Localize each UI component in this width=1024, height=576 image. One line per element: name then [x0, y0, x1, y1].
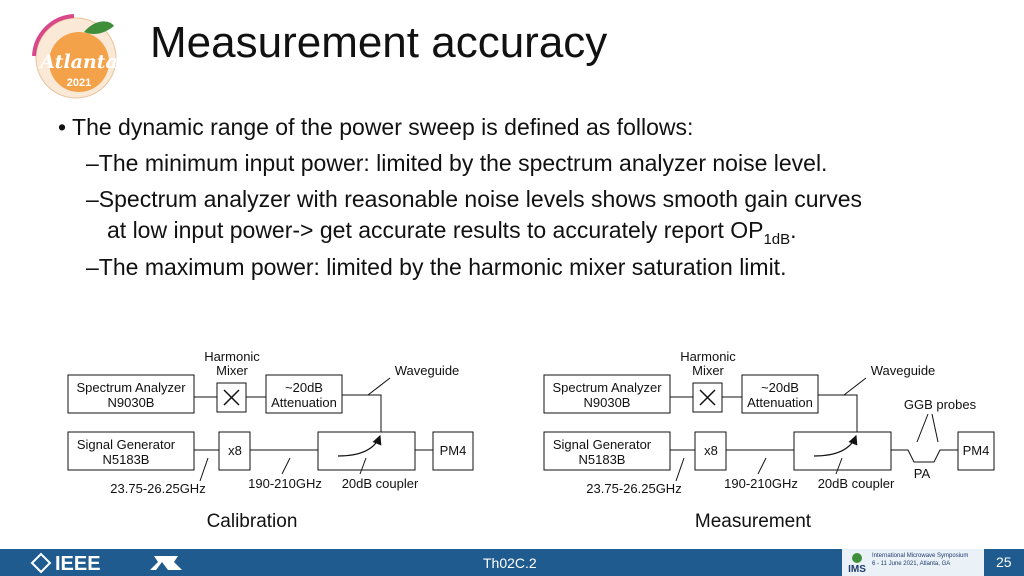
meas-att-label-2: Attenuation — [747, 395, 813, 410]
cal-sa-label-2: N9030B — [108, 395, 155, 410]
cal-att-label-2: Attenuation — [271, 395, 337, 410]
meas-sa-label-2: N9030B — [584, 395, 631, 410]
meas-sg-label-1: Signal Generator — [553, 437, 652, 452]
op-subscript: 1dB — [763, 231, 791, 248]
cal-coupler-label: 20dB coupler — [342, 476, 419, 491]
meas-waveguide-line — [818, 394, 858, 432]
bullet-sub-3-text: The maximum power: limited by the harmon… — [98, 254, 787, 280]
cal-freq-out-pointer — [281, 457, 291, 475]
meas-attenuation-box — [741, 374, 819, 414]
cal-sg-label-2: N5183B — [103, 452, 150, 467]
meas-probes-label: GGB probes — [904, 397, 977, 412]
cal-freq-out-label: 190-210GHz — [248, 476, 322, 491]
bullet-sub-2: –Spectrum analyzer with reasonable noise… — [86, 186, 863, 212]
cal-attenuation-box — [265, 374, 343, 414]
cal-multiplier-box — [218, 431, 251, 471]
cal-sg-label-1: Signal Generator — [77, 437, 176, 452]
measurement-caption: Measurement — [695, 511, 812, 532]
bullet-main: • The dynamic range of the power sweep i… — [58, 114, 694, 140]
bullet-sub-2-cont: at low input power-> get accurate result… — [107, 215, 797, 255]
ieee-logo: IEEE — [30, 552, 182, 574]
cal-freq-in-pointer — [199, 457, 209, 482]
bullet-sub-1: –The minimum input power: limited by the… — [86, 150, 828, 176]
meas-pa-label: PA — [914, 466, 931, 481]
page-title: Measurement accuracy — [150, 18, 608, 67]
cal-mixer-label-1: Harmonic — [204, 349, 260, 364]
meas-freq-out-label: 190-210GHz — [724, 476, 798, 491]
ims-badge: IMS International Microwave Symposium 6 … — [842, 549, 984, 576]
cal-multiplier-label: x8 — [228, 443, 242, 458]
cal-waveguide-pointer — [367, 377, 391, 396]
logo-arc — [32, 14, 75, 57]
cal-freq-in-label: 23.75-26.25GHz — [110, 481, 205, 496]
bullet-sub-2-end: . — [790, 217, 797, 243]
ims-text: International Microwave Symposium 6 - 11… — [872, 552, 968, 568]
meas-pa-trace — [891, 449, 958, 463]
ims-globe-icon — [852, 553, 862, 563]
cal-pm4-box — [432, 431, 474, 471]
ieee-diamond-icon — [30, 552, 52, 574]
meas-mixer-label-1: Harmonic — [680, 349, 736, 364]
cal-spectrum-analyzer-box — [67, 374, 195, 414]
meas-sg-label-2: N5183B — [579, 452, 626, 467]
meas-pm4-box — [957, 431, 995, 471]
logo-year: 2021 — [67, 77, 91, 89]
bullet-sub-2-text: Spectrum analyzer with reasonable noise … — [98, 186, 863, 212]
leaf-icon — [84, 21, 114, 34]
cal-coupler-arrow — [337, 434, 382, 457]
meas-freq-out-pointer — [757, 457, 767, 475]
cal-coupler-pointer — [359, 457, 367, 475]
cal-mixer-label-2: Mixer — [216, 363, 248, 378]
meas-pm4-label: PM4 — [963, 443, 990, 458]
meas-multiplier-box — [694, 431, 727, 471]
calibration-caption: Calibration — [207, 511, 298, 532]
setup-diagrams: Harmonic Mixer Waveguide Spectrum Analyz… — [67, 349, 995, 532]
ims-wordmark: IMS — [848, 564, 866, 574]
session-code: Th02C.2 — [483, 555, 537, 571]
bullet-main-text: The dynamic range of the power sweep is … — [72, 114, 694, 140]
bullet-sub-2-cont-text: at low input power-> get accurate result… — [107, 217, 764, 243]
meas-waveguide-pointer — [843, 377, 867, 396]
meas-probe-pointer-right — [931, 413, 939, 443]
meas-coupler-label: 20dB coupler — [818, 476, 895, 491]
cal-sa-label-1: Spectrum Analyzer — [76, 380, 186, 395]
cal-waveguide-label: Waveguide — [395, 363, 460, 378]
meas-sa-label-1: Spectrum Analyzer — [552, 380, 662, 395]
meas-signal-generator-box — [543, 431, 671, 471]
page-number: 25 — [996, 554, 1012, 570]
meas-freq-in-label: 23.75-26.25GHz — [586, 481, 681, 496]
cal-signal-generator-box — [67, 431, 195, 471]
ims-dates: 6 - 11 June 2021, Atlanta, GA — [872, 561, 951, 567]
meas-att-label-1: ~20dB — [761, 380, 799, 395]
mtt-logo-icon — [150, 556, 182, 570]
atlanta-2021-logo: Atlanta 2021 — [32, 14, 118, 99]
bullet-sub-1-text: The minimum input power: limited by the … — [98, 150, 828, 176]
peach-icon — [49, 32, 109, 92]
meas-coupler-arrow — [813, 434, 858, 457]
bullet-sub-3: –The maximum power: limited by the harmo… — [86, 254, 787, 280]
cal-pm4-label: PM4 — [440, 443, 467, 458]
meas-waveguide-label: Waveguide — [871, 363, 936, 378]
meas-probe-pointer-left — [916, 413, 929, 443]
ims-event: International Microwave Symposium — [872, 553, 969, 559]
cal-waveguide-line — [342, 394, 382, 432]
meas-multiplier-label: x8 — [704, 443, 718, 458]
measurement-diagram: Harmonic Mixer Waveguide Spectrum Analyz… — [543, 349, 995, 532]
meas-freq-in-pointer — [675, 457, 685, 482]
footer-bar: IEEE Th02C.2 IMS International Microwave… — [0, 549, 1024, 576]
ieee-wordmark: IEEE — [55, 553, 101, 574]
cal-att-label-1: ~20dB — [285, 380, 323, 395]
ims-logo: IMS — [848, 553, 866, 574]
calibration-diagram: Harmonic Mixer Waveguide Spectrum Analyz… — [67, 349, 474, 532]
meas-mixer-label-2: Mixer — [692, 363, 724, 378]
meas-coupler-pointer — [835, 457, 843, 475]
meas-spectrum-analyzer-box — [543, 374, 671, 414]
logo-city: Atlanta — [38, 51, 118, 73]
